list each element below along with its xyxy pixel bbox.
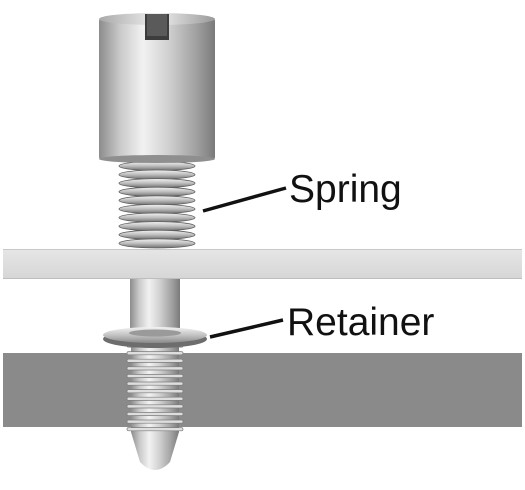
upper-panel xyxy=(3,249,522,279)
thread-ridge xyxy=(126,404,184,409)
thread-ridge xyxy=(126,358,184,363)
screw-shaft xyxy=(130,275,180,335)
spring-coil-turn xyxy=(118,178,196,189)
screw-head xyxy=(99,13,215,163)
spring-coil-turn xyxy=(118,221,196,232)
thread-ridge xyxy=(126,351,184,356)
spring-coil-turn xyxy=(118,238,196,249)
lower-panel xyxy=(3,353,522,427)
spring-coil-turn xyxy=(118,203,196,214)
screw-threads xyxy=(126,340,184,432)
spring-coil-turn xyxy=(118,186,196,197)
thread-ridge xyxy=(126,381,184,386)
thread-ridge xyxy=(126,412,184,416)
thread-ridge xyxy=(126,396,184,401)
spring-coil-turn xyxy=(118,195,196,206)
spring-coil-turn xyxy=(118,229,196,240)
spring-label: Spring xyxy=(289,168,402,211)
retainer-label: Retainer xyxy=(287,301,435,344)
thread-ridge xyxy=(126,366,184,371)
retainer-washer xyxy=(103,327,207,348)
thread-ridge xyxy=(126,374,184,378)
thread-ridge xyxy=(126,389,184,394)
spring-coil-turn xyxy=(118,169,196,180)
thread-ridge xyxy=(126,419,184,424)
thread-ridge xyxy=(126,427,184,432)
spring-leader-line xyxy=(202,186,287,213)
spring-coil-turn xyxy=(118,212,196,223)
retainer-leader-line xyxy=(209,318,284,339)
spring-coil xyxy=(118,160,196,249)
screw-tip xyxy=(131,432,179,470)
